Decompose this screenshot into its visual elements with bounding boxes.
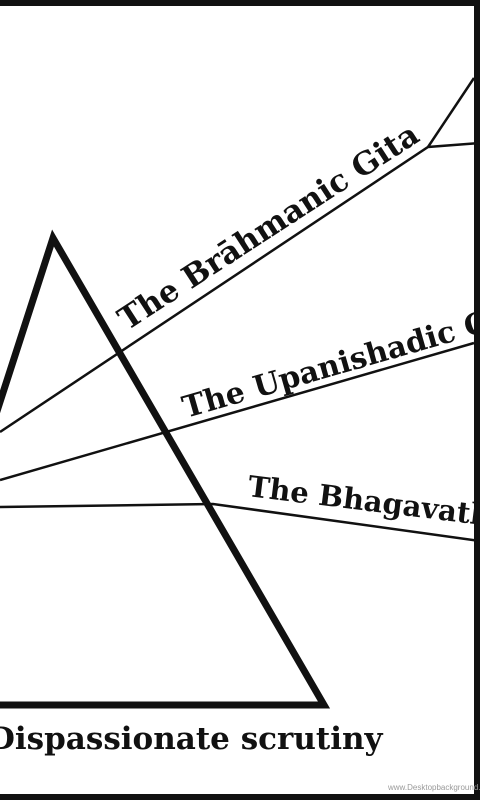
beam-upanishadic <box>0 341 475 482</box>
frame-right-edge <box>474 0 480 800</box>
prism-triangle <box>0 229 331 709</box>
watermark-text: www.Desktopbackground.org <box>387 783 480 792</box>
beam-upper-branch <box>426 77 476 148</box>
frame-bottom-edge <box>0 794 480 800</box>
paper-background <box>0 6 474 794</box>
beam-bhagavatha <box>0 502 480 543</box>
label-dispassionate-scrutiny: Dispassionate scrutiny <box>0 721 384 757</box>
